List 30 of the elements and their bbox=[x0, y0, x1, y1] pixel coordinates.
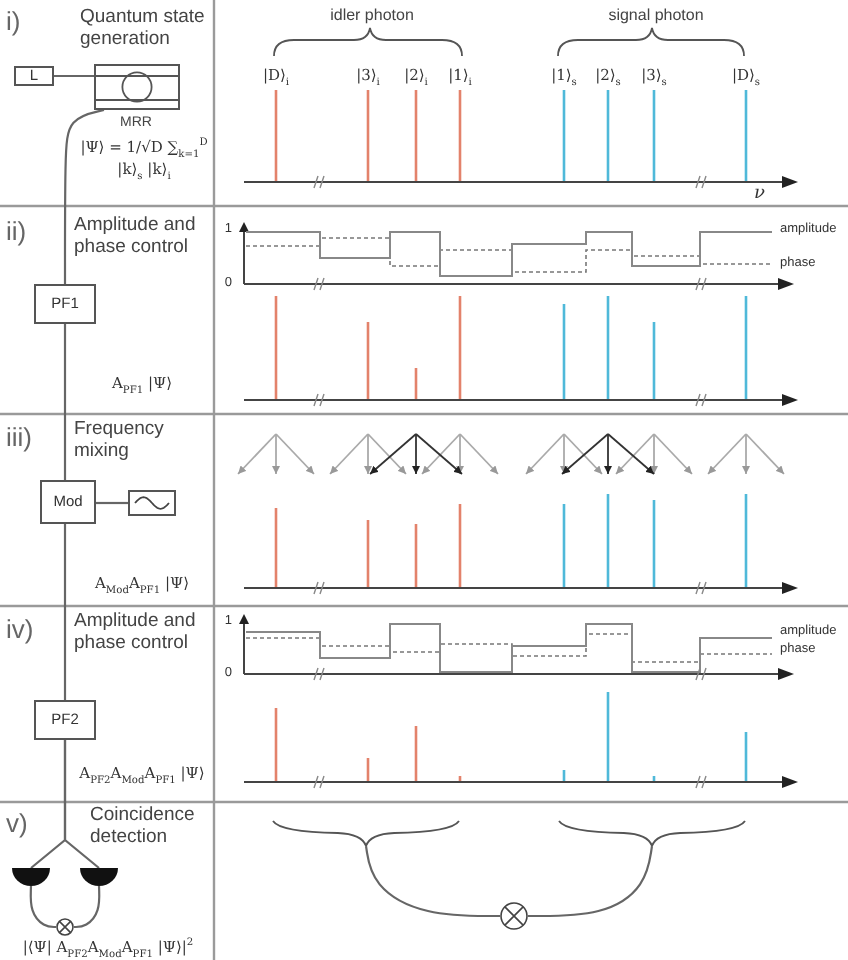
connector-line bbox=[29, 885, 56, 929]
panel-number: iii) bbox=[6, 424, 34, 454]
fiber-line bbox=[63, 324, 67, 480]
curly-brace bbox=[558, 820, 746, 846]
detector-icon bbox=[80, 868, 118, 886]
photon-group-label: idler photon bbox=[328, 6, 416, 25]
oscillator-box bbox=[128, 490, 176, 516]
fiber-line bbox=[63, 524, 67, 700]
photon-group-label: signal photon bbox=[606, 6, 706, 25]
fiber-line bbox=[63, 108, 105, 284]
connector-line bbox=[54, 74, 94, 78]
panel-number: iv) bbox=[6, 616, 36, 646]
connector-line bbox=[74, 885, 101, 929]
axis-label: ν bbox=[754, 186, 767, 204]
fiber-line bbox=[63, 740, 100, 869]
connector-line bbox=[96, 501, 128, 505]
crossed-circle-icon bbox=[56, 918, 74, 936]
crossed-circle-icon bbox=[500, 902, 528, 930]
panel-heading: Frequency mixing bbox=[74, 420, 166, 464]
detector-icon bbox=[12, 868, 50, 886]
panel-heading: Amplitude and phase control bbox=[74, 612, 198, 656]
connector-line bbox=[528, 845, 654, 918]
panel-heading: Coincidence detection bbox=[90, 806, 197, 850]
curly-brace bbox=[272, 820, 460, 846]
panel-number: v) bbox=[6, 810, 30, 840]
panel-heading: Quantum state generation bbox=[80, 8, 207, 52]
panel-number: ii) bbox=[6, 218, 29, 248]
connector-line bbox=[364, 845, 500, 918]
panel-heading: Amplitude and phase control bbox=[74, 216, 198, 260]
panel-number: i) bbox=[6, 8, 23, 38]
